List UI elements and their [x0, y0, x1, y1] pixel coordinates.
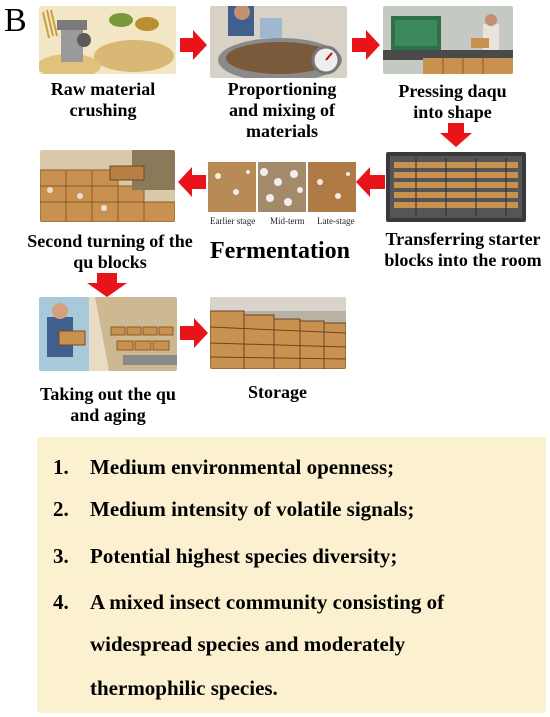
- fermentation-stages-image: [208, 152, 356, 216]
- characteristics-box: 1. Medium environmental openness; 2. Med…: [37, 437, 546, 713]
- raw-material-crushing-image: [39, 6, 176, 74]
- pressing-daqu-image: [383, 6, 513, 74]
- arrow-left-1: [356, 167, 385, 197]
- transferring-room-image: [386, 152, 526, 222]
- step-storage: Storage: [248, 382, 307, 402]
- arrow-right-2: [352, 30, 380, 60]
- arrow-right-1: [180, 30, 207, 60]
- panel-letter: B: [4, 2, 27, 39]
- arrow-down-2: [87, 273, 127, 297]
- step-raw-material-crushing: Raw material crushing: [50, 79, 156, 120]
- note-text: Medium intensity of volatile signals;: [90, 497, 415, 521]
- step-transferring: Transferring starter blocks into the roo…: [384, 229, 542, 270]
- stage-label-late: Late-stage: [317, 216, 355, 226]
- step-second-turning: Second turning of the qu blocks: [27, 231, 193, 272]
- note-number: 1.: [53, 455, 69, 479]
- stage-label-mid: Mid-term: [270, 216, 305, 226]
- taking-out-aging-image: [39, 297, 177, 371]
- step-fermentation: Fermentation: [210, 238, 350, 264]
- note-text-line-3: thermophilic species.: [90, 676, 278, 700]
- note-text: Medium environmental openness;: [90, 455, 395, 479]
- arrow-down-1: [440, 123, 472, 147]
- step-pressing-daqu: Pressing daqu into shape: [398, 81, 507, 122]
- second-turning-image: [40, 150, 175, 222]
- proportioning-mixing-image: [210, 6, 347, 78]
- arrow-left-2: [178, 167, 206, 197]
- storage-image: [210, 297, 346, 369]
- stage-label-earlier: Earlier stage: [210, 216, 256, 226]
- note-number: 2.: [53, 497, 69, 521]
- note-text-line-2: widespread species and moderately: [90, 632, 406, 656]
- note-text-line-1: A mixed insect community consisting of: [90, 590, 445, 614]
- note-number: 3.: [53, 544, 69, 568]
- step-proportioning-mixing: Proportioning and mixing of materials: [227, 79, 337, 141]
- note-number: 4.: [53, 590, 69, 614]
- arrow-right-3: [180, 318, 208, 348]
- note-text: Potential highest species diversity;: [90, 544, 398, 568]
- step-taking-out-aging: Taking out the qu and aging: [40, 384, 176, 425]
